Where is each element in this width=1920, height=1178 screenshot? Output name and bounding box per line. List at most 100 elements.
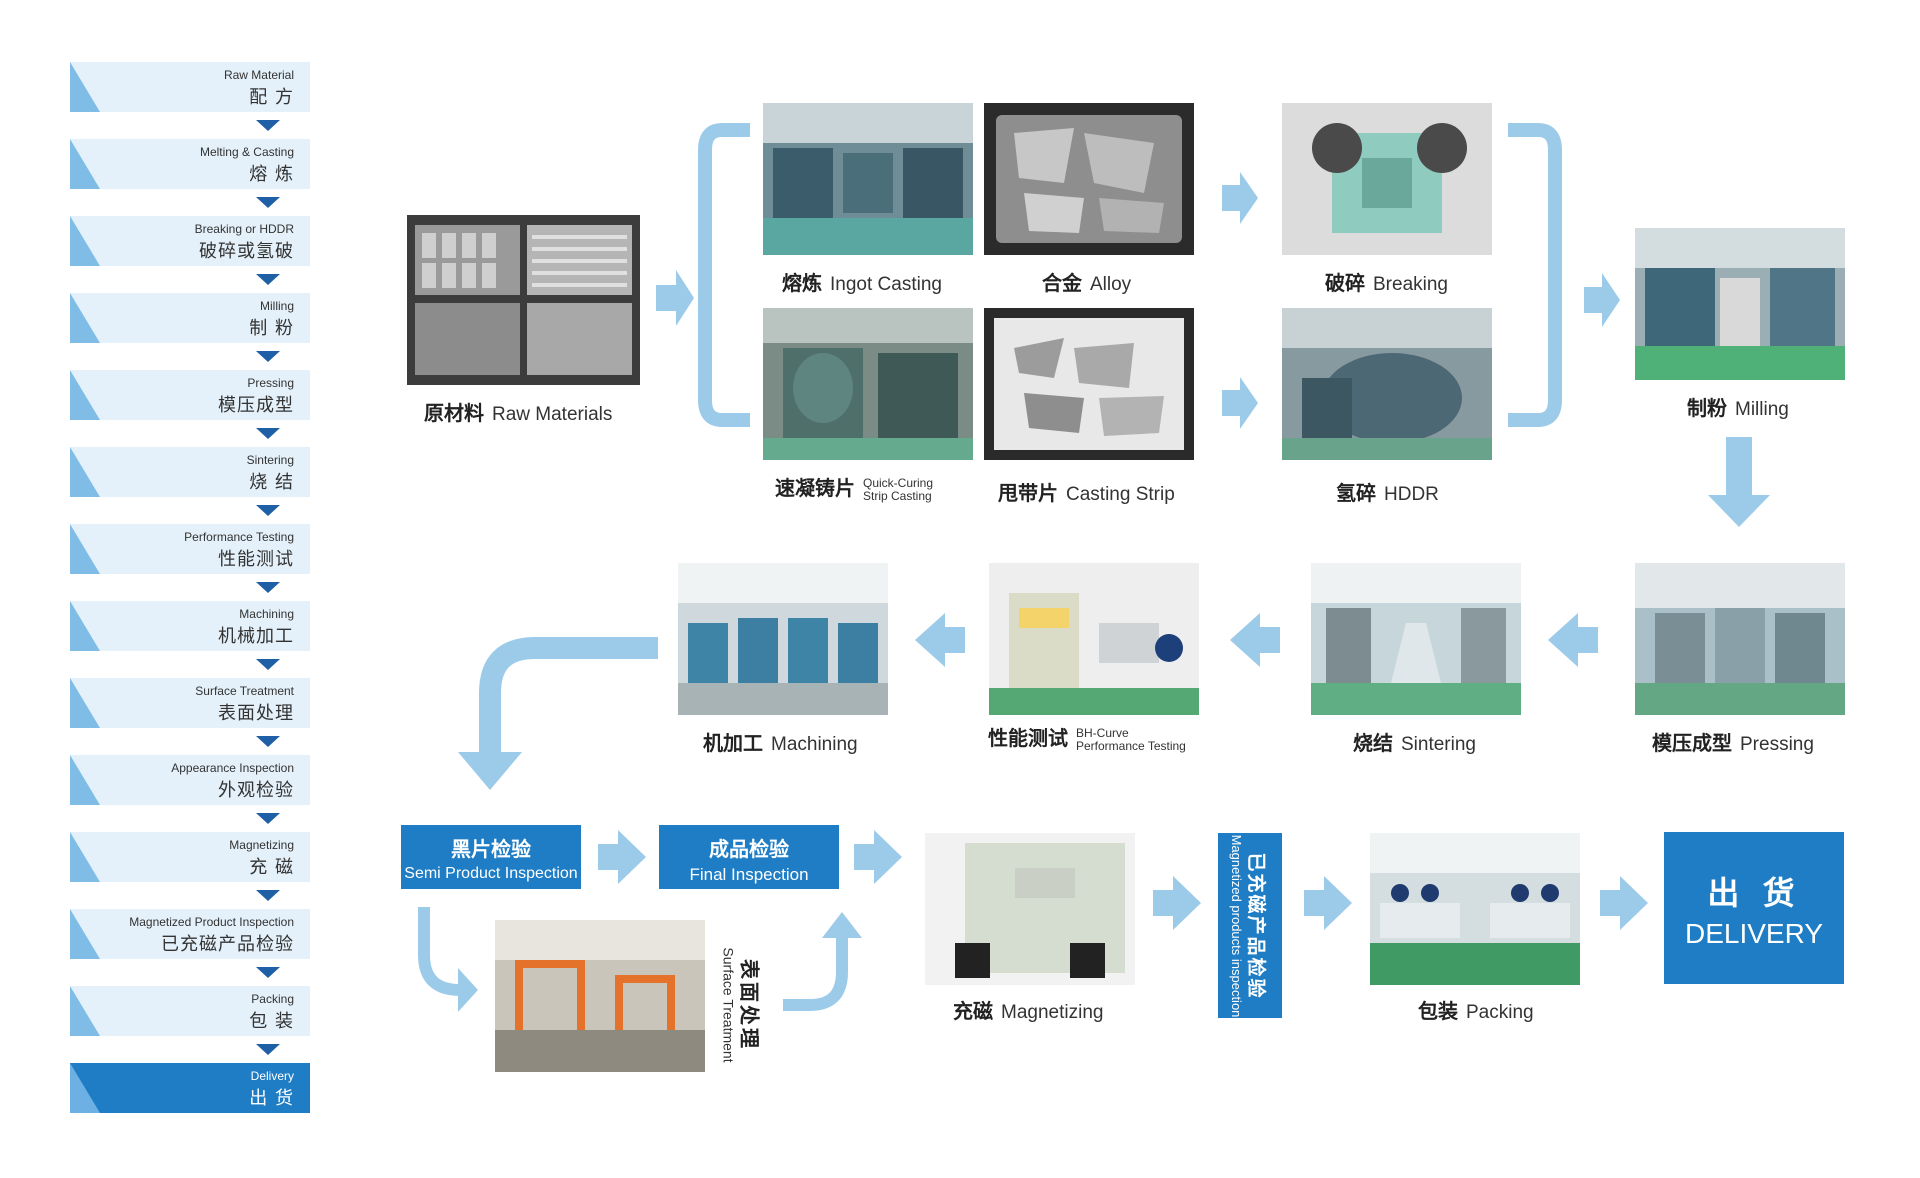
step-label-en: Raw Material bbox=[223, 68, 294, 82]
caption-en: Magnetizing bbox=[1001, 1002, 1104, 1023]
caption-cn: 制粉 bbox=[1687, 396, 1727, 420]
final-inspection-box: 成品检验 Final Inspection bbox=[659, 825, 839, 889]
label-cn: 表面处理 bbox=[737, 958, 761, 1051]
step-label-en: Melting & Casting bbox=[199, 145, 294, 159]
down-arrow-icon bbox=[256, 890, 280, 901]
caption-en: Casting Strip bbox=[1066, 484, 1175, 505]
step-surface-treatment: Surface Treatment 表面处理 bbox=[70, 678, 310, 747]
arrow-down-icon bbox=[458, 752, 522, 790]
step-label-en: Surface Treatment bbox=[195, 684, 294, 698]
surface-treatment-photo bbox=[495, 920, 705, 1072]
box-label-en: DELIVERY bbox=[1685, 918, 1823, 949]
caption-cn: 烧结 bbox=[1353, 731, 1393, 755]
down-arrow-icon bbox=[256, 1044, 280, 1055]
caption-en: HDDR bbox=[1384, 484, 1439, 505]
arrow-left-icon bbox=[1548, 613, 1598, 667]
caption-en-line1: Quick-Curing bbox=[863, 475, 934, 490]
arrow-right-icon bbox=[854, 830, 902, 884]
ingot-casting-photo bbox=[763, 103, 973, 255]
caption-cn: 机加工 bbox=[703, 731, 763, 755]
box-label-cn: 成品检验 bbox=[709, 837, 789, 861]
curve-connector bbox=[783, 935, 848, 1011]
box-label-cn: 已充磁产品检验 bbox=[1245, 851, 1267, 999]
step-magnetized-inspection: Magnetized Product Inspection 已充磁产品检验 bbox=[70, 909, 310, 978]
caption-cn: 破碎 bbox=[1325, 271, 1365, 295]
sintering-photo bbox=[1311, 563, 1521, 715]
step-label-cn: 配 方 bbox=[249, 87, 294, 108]
box-label-cn: 黑片检验 bbox=[451, 837, 531, 861]
step-label-en: Delivery bbox=[250, 1069, 294, 1083]
step-label-en: Magnetized Product Inspection bbox=[129, 915, 294, 929]
vertical-label: 已充磁产品检验 Magnetized products inspection bbox=[1229, 834, 1271, 1017]
box-label-en: Final Inspection bbox=[689, 865, 809, 884]
caption-en: Packing bbox=[1466, 1002, 1534, 1023]
delivery-box: 出 货 DELIVERY bbox=[1664, 832, 1844, 984]
arrow-down-icon bbox=[1708, 437, 1770, 527]
caption-en-line2: Performance Testing bbox=[1076, 738, 1186, 753]
step-label-en: Performance Testing bbox=[184, 530, 294, 544]
caption-cn: 包装 bbox=[1418, 999, 1458, 1023]
casting-strip-photo bbox=[984, 308, 1194, 460]
caption-cn: 模压成型 bbox=[1652, 731, 1732, 755]
down-arrow-icon bbox=[256, 274, 280, 285]
caption-cn: 合金 bbox=[1042, 271, 1082, 295]
strip-casting-photo bbox=[763, 308, 973, 460]
machining-photo bbox=[678, 563, 888, 715]
caption-cn: 充磁 bbox=[953, 999, 993, 1023]
caption-en: Breaking bbox=[1373, 274, 1448, 295]
step-label-en: Sintering bbox=[246, 453, 294, 467]
step-label-cn: 模压成型 bbox=[218, 395, 294, 416]
caption-machining: 机加工 Machining bbox=[703, 727, 858, 756]
step-label-cn: 表面处理 bbox=[218, 703, 294, 724]
alloy-photo bbox=[984, 103, 1194, 255]
step-label-en: Breaking or HDDR bbox=[194, 222, 294, 236]
arrow-right-icon bbox=[1153, 876, 1201, 930]
step-raw-material: Raw Material 配 方 bbox=[70, 62, 310, 131]
down-arrow-icon bbox=[256, 967, 280, 978]
performance-testing-photo bbox=[989, 563, 1199, 715]
label-en: Surface Treatment bbox=[720, 947, 736, 1063]
step-label-cn: 已充磁产品检验 bbox=[161, 934, 294, 955]
step-label-cn: 外观检验 bbox=[218, 780, 294, 801]
curve-connector bbox=[418, 907, 461, 996]
step-label-en: Magnetizing bbox=[229, 838, 294, 852]
caption-cn: 氢碎 bbox=[1336, 481, 1376, 505]
caption-en: Machining bbox=[771, 734, 858, 755]
bracket-left bbox=[698, 123, 750, 427]
arrow-left-icon bbox=[1230, 613, 1280, 667]
step-label-en: Machining bbox=[239, 607, 294, 621]
caption-sintering: 烧结 Sintering bbox=[1353, 727, 1476, 756]
down-arrow-icon bbox=[256, 813, 280, 824]
vertical-label: 表面处理 Surface Treatment bbox=[720, 947, 765, 1062]
box-label-en: Semi Product Inspection bbox=[404, 865, 578, 882]
arrow-right-icon bbox=[1600, 876, 1648, 930]
arrow-right-icon bbox=[598, 830, 646, 884]
down-arrow-icon bbox=[256, 736, 280, 747]
arrow-right-icon bbox=[1584, 273, 1620, 327]
arrow-up-icon bbox=[822, 912, 862, 938]
down-arrow-icon bbox=[256, 197, 280, 208]
milling-photo bbox=[1635, 228, 1845, 380]
semi-product-inspection-box: 黑片检验 Semi Product Inspection bbox=[401, 825, 581, 889]
caption-en: Raw Materials bbox=[492, 404, 613, 425]
step-label-cn: 性能测试 bbox=[218, 549, 294, 570]
step-label-cn: 包 装 bbox=[249, 1011, 294, 1032]
step-performance-testing: Performance Testing 性能测试 bbox=[70, 524, 310, 593]
caption-en: Sintering bbox=[1401, 734, 1476, 755]
arrow-right-icon bbox=[1222, 377, 1258, 429]
caption-cn: 熔炼 bbox=[782, 271, 822, 295]
